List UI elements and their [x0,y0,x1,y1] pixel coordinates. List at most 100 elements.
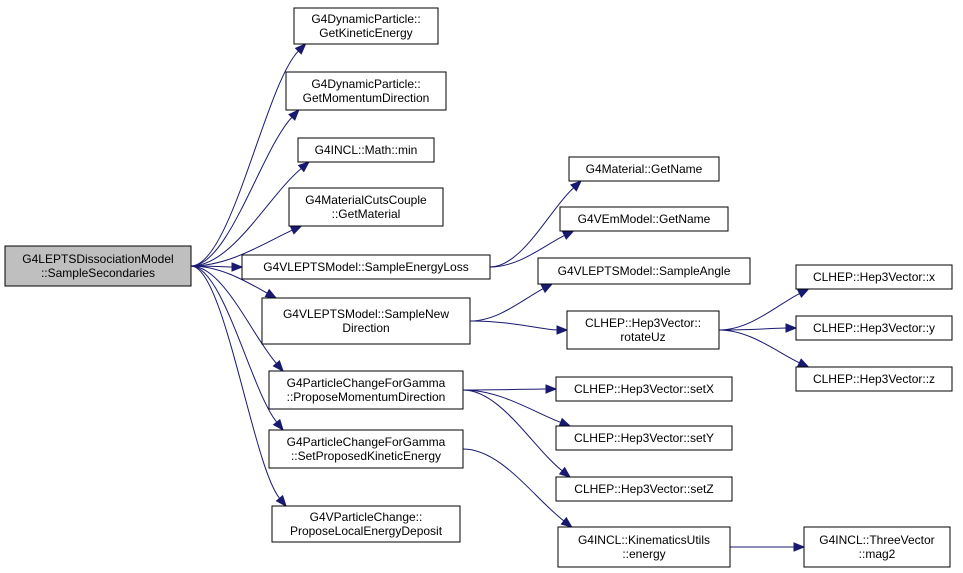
function-node[interactable]: CLHEP::Hep3Vector::setX [555,376,733,402]
call-edge [190,265,284,432]
call-edge [190,43,307,267]
arrow-head-icon [297,161,310,173]
edge-line [190,265,277,364]
edge-line [462,388,547,391]
edge-line [718,327,787,331]
node-box [803,526,951,568]
node-label: CLHEP::Hep3Vector::x [813,270,935,284]
arrow-head-icon [231,262,244,272]
node-label: G4DynamicParticle:: [311,12,420,26]
function-node[interactable]: G4INCL::KinematicsUtils::energy [557,526,731,568]
call-edge [190,265,284,373]
call-edge [462,448,573,528]
arrow-head-icon [288,109,300,121]
node-box [268,429,464,469]
arrow-head-icon [570,180,582,192]
arrow-head-icon [272,418,284,432]
node-label: ProposeLocalEnergyDeposit [290,524,443,538]
root-node[interactable]: G4LEPTSDissociationModel::SampleSecondar… [4,245,192,287]
edge-line [190,50,299,267]
function-node[interactable]: G4INCL::Math::min [297,137,435,163]
edge-line [469,320,558,331]
arrow-head-icon [558,466,572,478]
function-node[interactable]: G4VLEPTSModel::SampleEnergyLoss [241,254,491,280]
function-node[interactable]: G4INCL::ThreeVector::mag2 [803,526,951,568]
arrow-head-icon [289,225,303,235]
arrow-head-icon [560,516,573,528]
node-box [555,476,733,502]
function-node[interactable]: G4DynamicParticle::GetMomentumDirection [285,71,447,111]
function-node[interactable]: CLHEP::Hep3Vector::rotateUz [566,310,720,350]
node-label: G4VLEPTSModel::SampleNew [283,307,449,321]
node-label: CLHEP::Hep3Vector::setZ [574,482,713,496]
node-label: CLHEP::Hep3Vector::setY [574,431,714,445]
call-edge [718,329,810,368]
node-box [568,156,720,182]
node-box [297,137,435,163]
function-node[interactable]: CLHEP::Hep3Vector::y [795,315,953,341]
arrow-head-icon [556,325,569,335]
node-label: Direction [342,321,389,335]
call-edge [190,265,278,299]
arrow-head-icon [275,494,287,508]
node-label: G4VLEPTSModel::SampleEnergyLoss [263,260,468,274]
arrow-head-icon [796,288,810,298]
function-node[interactable]: CLHEP::Hep3Vector::setZ [555,476,733,502]
function-node[interactable]: CLHEP::Hep3Vector::x [795,264,953,290]
node-label: CLHEP::Hep3Vector::y [813,321,935,335]
node-label: G4INCL::Math::min [315,143,418,157]
node-box [557,526,731,568]
edge-line [718,293,800,331]
function-node[interactable]: CLHEP::Hep3Vector::z [795,366,953,392]
node-label: G4DynamicParticle:: [311,77,420,91]
edge-line [190,265,280,499]
node-label: ::ProposeMomentumDirection [287,390,446,404]
arrow-head-icon [561,230,575,240]
call-edge [469,283,554,322]
node-label: ::SetProposedKineticEnergy [291,449,441,463]
function-node[interactable]: G4VParticleChange::ProposeLocalEnergyDep… [271,505,461,543]
node-label: G4INCL::KinematicsUtils [578,533,710,547]
edge-line [190,265,278,423]
node-box [555,425,733,451]
function-node[interactable]: G4VLEPTSModel::SampleAngle [537,257,751,285]
call-edge [190,265,287,508]
node-label: ::GetMaterial [332,207,401,221]
arrow-head-icon [785,323,798,333]
node-label: ::energy [622,547,665,561]
node-box [795,366,953,392]
edge-line [489,187,574,268]
node-box [4,245,192,287]
arrow-head-icon [796,358,810,368]
function-node[interactable]: G4ParticleChangeForGamma::ProposeMomentu… [268,370,464,410]
function-node[interactable]: G4DynamicParticle::GetKineticEnergy [293,7,439,45]
function-node[interactable]: G4ParticleChangeForGamma::SetProposedKin… [268,429,464,469]
call-edge [462,389,572,478]
edge-line [190,229,293,267]
node-label: G4VLEPTSModel::SampleAngle [558,264,731,278]
edge-line [469,288,544,322]
node-label: ::SampleSecondaries [41,266,155,280]
node-box [288,187,444,227]
call-edge [489,180,582,268]
edges-layer [190,43,810,552]
node-label: rotateUz [620,330,665,344]
call-edge [190,109,300,267]
function-node[interactable]: G4Material::GetName [568,156,720,182]
edge-line [190,116,293,267]
node-label: G4VEmModel::GetName [578,212,711,226]
arrow-head-icon [545,384,558,394]
arrow-head-icon [793,542,806,552]
nodes-layer: G4LEPTSDissociationModel::SampleSecondar… [4,7,953,568]
function-node[interactable]: G4MaterialCutsCouple::GetMaterial [288,187,444,227]
node-box [566,310,720,350]
node-box [261,297,471,345]
node-box [285,71,447,111]
function-node[interactable]: CLHEP::Hep3Vector::setY [555,425,733,451]
edge-line [462,389,563,472]
node-label: CLHEP::Hep3Vector:: [585,316,701,330]
node-label: GetKineticEnergy [319,26,412,40]
function-node[interactable]: G4VEmModel::GetName [559,206,729,232]
